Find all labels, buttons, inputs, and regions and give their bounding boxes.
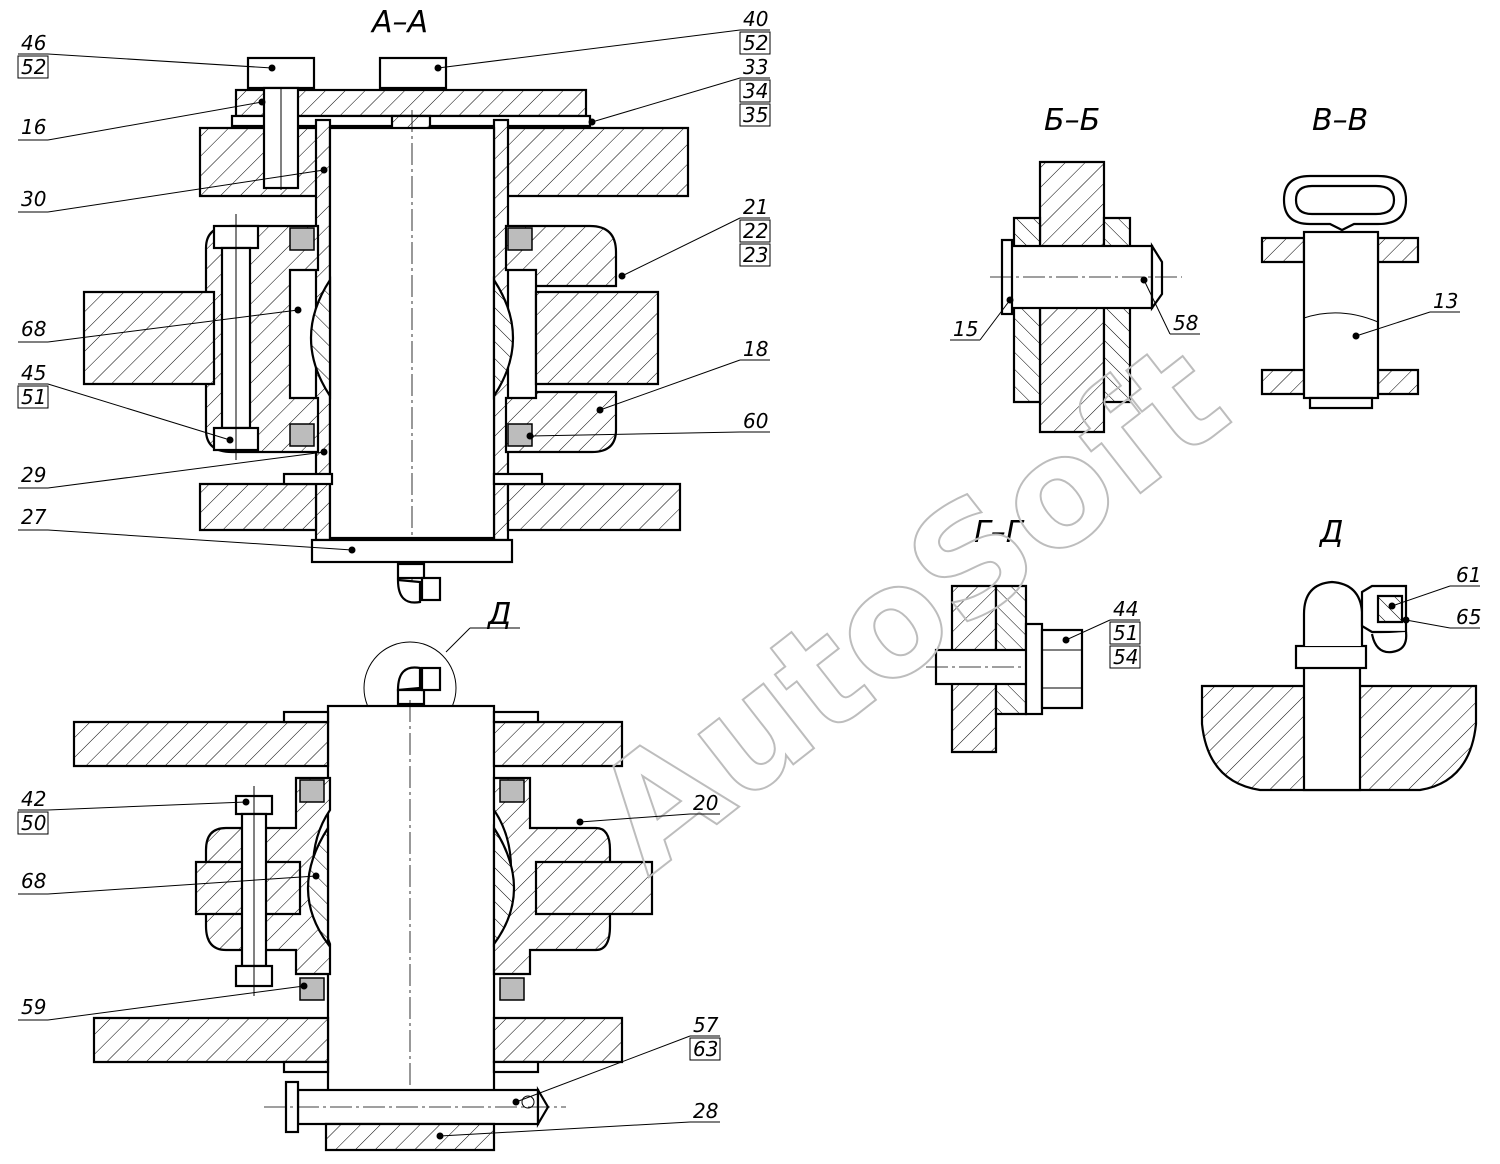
seal-60 [289,227,315,251]
callout-29: 29 [21,463,46,487]
callout-59: 59 [21,995,46,1019]
callout-65: 65 [1456,605,1481,629]
bearing-68-lower [306,824,330,948]
section-aa-view: А–А [82,5,690,604]
callout-68-bottom: 68 [21,869,46,893]
plate-27 [310,538,514,564]
bottom-beam [198,482,318,532]
callout-33: 33 [743,55,768,79]
callout-13: 13 [1433,289,1458,313]
callout-52-right: 52 [743,31,768,55]
callout-68-top: 68 [21,317,46,341]
callout-60: 60 [743,409,768,433]
callout-46: 46 [21,31,46,55]
callout-labels: 46 52 16 30 68 45 51 29 27 42 50 68 59 4… [21,7,1481,1123]
section-aa-title: А–А [370,5,428,40]
nut-44 [1040,628,1084,710]
nut-28 [324,1122,496,1152]
callout-34: 34 [743,79,768,103]
bearing-68 [309,276,332,400]
callout-54: 54 [1113,645,1138,669]
detail-d-view: Д [1200,515,1478,792]
section-vv-view: В–В [1260,103,1420,410]
callout-45: 45 [21,361,46,385]
callout-58: 58 [1173,311,1198,335]
callout-22: 22 [743,219,768,243]
callout-52-left: 52 [21,55,46,79]
pin-13-ring [1282,174,1408,232]
section-bb-title: Б–Б [1044,103,1100,138]
callout-15: 15 [953,317,978,341]
callout-57: 57 [693,1013,719,1037]
section-gg-title: Г–Г [974,515,1025,550]
callout-51-right: 51 [1113,621,1138,645]
callout-51-left: 51 [21,385,46,409]
callout-61: 61 [1456,563,1481,587]
pin-lower [326,704,496,1098]
callout-20: 20 [693,791,718,815]
section-vv-title: В–В [1312,103,1368,138]
seal-59 [299,779,325,803]
callout-boxes [17,31,1141,1061]
callout-30: 30 [21,187,46,211]
watermark: AutoSoft [563,310,1258,906]
callout-42: 42 [21,787,46,811]
callout-50: 50 [21,811,46,835]
callout-40: 40 [743,7,768,31]
detail-d-callout-label: Д [486,597,511,632]
section-bb-view: Б–Б [990,103,1182,434]
callout-21: 21 [743,195,768,219]
callout-44: 44 [1113,597,1138,621]
callout-28: 28 [693,1099,718,1123]
detail-d-title: Д [1318,515,1343,550]
leader-lines [18,29,1480,1140]
bolt-head-40 [378,56,448,90]
callout-18: 18 [743,337,768,361]
callout-35: 35 [743,103,768,127]
callout-23: 23 [743,243,768,267]
callout-16: 16 [21,115,46,139]
bolt-head-46 [246,56,316,90]
section-gg-view: Г–Г [926,515,1084,754]
lower-assembly-view: Д [72,597,654,1152]
callout-27: 27 [21,505,47,529]
callout-63: 63 [693,1037,718,1061]
